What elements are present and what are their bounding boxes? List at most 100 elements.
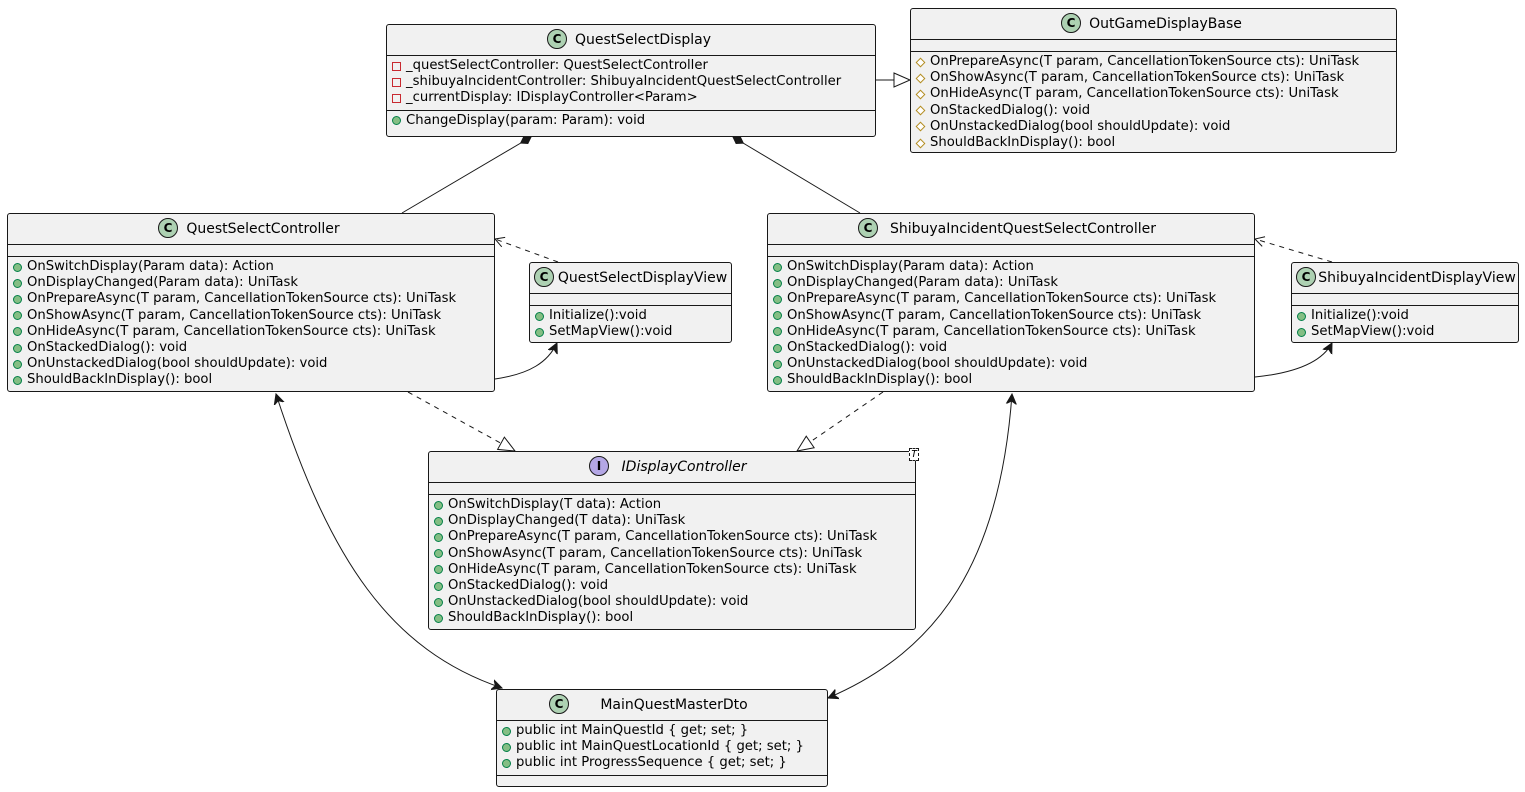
- class-shibuya-incident-quest-select-controller: C ShibuyaIncidentQuestSelectController O…: [767, 213, 1255, 392]
- member-row: OnHideAsync(T param, CancellationTokenSo…: [8, 324, 494, 340]
- public-visibility-icon: [392, 116, 401, 126]
- member-signature: OnHideAsync(T param, CancellationTokenSo…: [448, 561, 857, 577]
- class-stereotype-icon: C: [547, 29, 567, 49]
- public-visibility-icon: [13, 294, 22, 304]
- public-visibility-icon: [434, 532, 443, 542]
- public-visibility-icon: [13, 262, 22, 272]
- interface-i-display-controller: T I IDisplayController OnSwitchDisplay(T…: [428, 448, 919, 630]
- member-signature: OnUnstackedDialog(bool shouldUpdate): vo…: [448, 594, 749, 610]
- member-signature: OnShowAsync(T param, CancellationTokenSo…: [448, 545, 863, 561]
- member-row: OnDisplayChanged(Param data): UniTask: [8, 275, 494, 291]
- member-row: public int MainQuestLocationId { get; se…: [497, 739, 827, 755]
- member-signature: OnPrepareAsync(T param, CancellationToke…: [27, 291, 457, 307]
- public-visibility-icon: [535, 311, 544, 321]
- member-signature: public int ProgressSequence { get; set; …: [516, 755, 787, 771]
- class-quest-select-controller: C QuestSelectController OnSwitchDisplay(…: [7, 213, 495, 392]
- member-signature: OnDisplayChanged(Param data): UniTask: [27, 275, 298, 291]
- member-row: OnUnstackedDialog(bool shouldUpdate): vo…: [8, 356, 494, 372]
- member-row: Initialize():void: [530, 308, 731, 324]
- member-signature: OnStackedDialog(): void: [27, 339, 188, 355]
- class-fields: public int MainQuestId { get; set; }publ…: [497, 721, 827, 776]
- public-visibility-icon: [773, 359, 782, 369]
- edge-realization-qsc-idc: [407, 391, 517, 452]
- member-signature: OnHideAsync(T param, CancellationTokenSo…: [930, 86, 1339, 102]
- type-parameter: T: [908, 448, 919, 461]
- public-visibility-icon: [13, 359, 22, 369]
- member-signature: OnDisplayChanged(Param data): UniTask: [787, 275, 1058, 291]
- class-stereotype-icon: C: [158, 218, 178, 238]
- member-row: ShouldBackInDisplay(): bool: [768, 372, 1254, 388]
- private-visibility-icon: [392, 77, 401, 87]
- member-row: OnHideAsync(T param, CancellationTokenSo…: [911, 86, 1396, 102]
- edge-bidirectional-qsc-dto: [276, 394, 502, 688]
- member-row: OnSwitchDisplay(Param data): Action: [768, 259, 1254, 275]
- public-visibility-icon: [13, 311, 22, 321]
- public-visibility-icon: [773, 375, 782, 385]
- class-name: MainQuestMasterDto: [600, 697, 748, 713]
- public-visibility-icon: [434, 565, 443, 575]
- public-visibility-icon: [1297, 327, 1306, 337]
- class-stereotype-icon: C: [534, 267, 554, 287]
- public-visibility-icon: [434, 613, 443, 623]
- member-signature: OnSwitchDisplay(Param data): Action: [27, 259, 274, 274]
- class-out-game-display-base: C OutGameDisplayBase OnPrepareAsync(T pa…: [910, 8, 1397, 153]
- class-fields: [530, 294, 731, 306]
- public-visibility-icon: [773, 294, 782, 304]
- member-signature: ShouldBackInDisplay(): bool: [27, 372, 213, 388]
- class-name: ShibuyaIncidentQuestSelectController: [889, 221, 1157, 237]
- public-visibility-icon: [773, 343, 782, 353]
- member-row: OnDisplayChanged(Param data): UniTask: [768, 275, 1254, 291]
- member-row: OnHideAsync(T param, CancellationTokenSo…: [429, 562, 915, 578]
- protected-visibility-icon: [916, 122, 925, 131]
- member-signature: OnSwitchDisplay(Param data): Action: [787, 259, 1034, 274]
- member-row: OnPrepareAsync(T param, CancellationToke…: [8, 291, 494, 307]
- member-row: OnDisplayChanged(T data): UniTask: [429, 513, 915, 529]
- class-header: C OutGameDisplayBase: [911, 9, 1396, 40]
- protected-visibility-icon: [916, 74, 925, 83]
- member-signature: OnUnstackedDialog(bool shouldUpdate): vo…: [787, 356, 1088, 372]
- public-visibility-icon: [502, 758, 511, 768]
- class-methods: OnPrepareAsync(T param, CancellationToke…: [911, 52, 1396, 154]
- public-visibility-icon: [434, 516, 443, 526]
- public-visibility-icon: [434, 549, 443, 559]
- public-visibility-icon: [773, 327, 782, 337]
- member-row: OnUnstackedDialog(bool shouldUpdate): vo…: [429, 594, 915, 610]
- member-row: ChangeDisplay(param: Param): void: [387, 113, 875, 129]
- edge-bidirectional-sic-dto: [828, 394, 1012, 698]
- class-name: QuestSelectDisplay: [574, 32, 712, 48]
- class-header: C ShibuyaIncidentQuestSelectController: [768, 214, 1254, 245]
- member-row: _currentDisplay: IDisplayController<Para…: [387, 90, 875, 106]
- member-signature: public int MainQuestId { get; set; }: [516, 723, 749, 738]
- class-quest-select-display: C QuestSelectDisplay _questSelectControl…: [386, 24, 876, 137]
- class-name: ShibuyaIncidentDisplayView: [1318, 270, 1516, 286]
- member-signature: OnDisplayChanged(T data): UniTask: [448, 513, 686, 529]
- member-signature: OnUnstackedDialog(bool shouldUpdate): vo…: [27, 356, 328, 372]
- class-fields: _questSelectController: QuestSelectContr…: [387, 56, 875, 111]
- edge-dependency-qsdv-qsc: [494, 236, 559, 263]
- member-signature: OnUnstackedDialog(bool shouldUpdate): vo…: [930, 118, 1231, 134]
- member-row: OnUnstackedDialog(bool shouldUpdate): vo…: [911, 119, 1396, 135]
- member-row: ShouldBackInDisplay(): bool: [911, 135, 1396, 151]
- protected-visibility-icon: [916, 58, 925, 67]
- member-signature: OnShowAsync(T param, CancellationTokenSo…: [930, 70, 1345, 86]
- class-fields: [8, 245, 494, 257]
- class-fields: [911, 40, 1396, 52]
- member-signature: OnPrepareAsync(T param, CancellationToke…: [930, 54, 1360, 69]
- public-visibility-icon: [434, 597, 443, 607]
- class-fields: [768, 245, 1254, 257]
- class-header: C MainQuestMasterDto: [497, 690, 827, 721]
- class-fields: [429, 483, 915, 495]
- public-visibility-icon: [773, 278, 782, 288]
- public-visibility-icon: [502, 742, 511, 752]
- member-row: OnStackedDialog(): void: [8, 340, 494, 356]
- edge-realization-sic-idc: [795, 391, 884, 452]
- member-row: OnShowAsync(T param, CancellationTokenSo…: [911, 70, 1396, 86]
- public-visibility-icon: [434, 500, 443, 510]
- class-stereotype-icon: C: [1296, 267, 1316, 287]
- member-signature: Initialize():void: [549, 308, 647, 323]
- class-header: C ShibuyaIncidentDisplayView: [1292, 263, 1518, 294]
